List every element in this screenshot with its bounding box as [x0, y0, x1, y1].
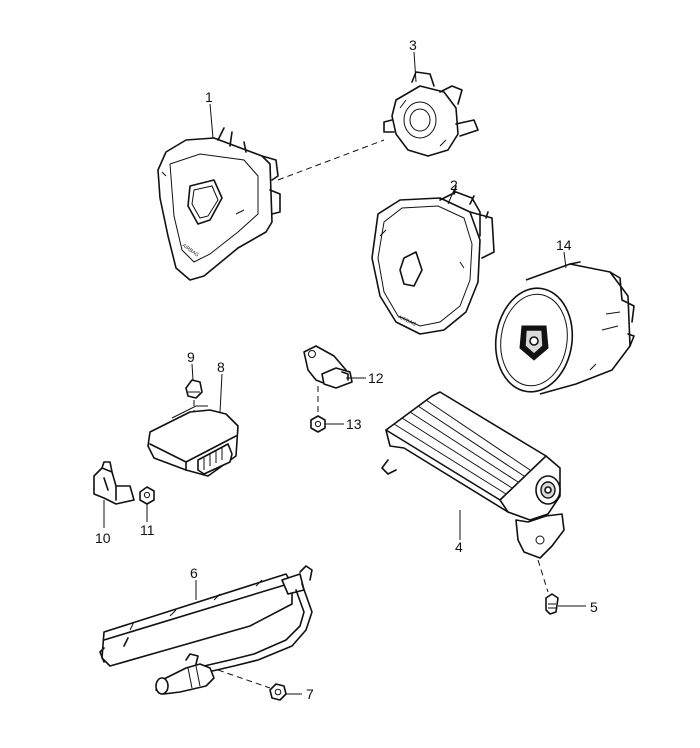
part-8-control-unit[interactable]: [147, 405, 239, 477]
callout-13: 13: [346, 416, 362, 432]
part-7-bolt[interactable]: [269, 683, 287, 701]
callout-8: 8: [217, 359, 225, 375]
part-3-clock-spring[interactable]: [383, 71, 479, 157]
callout-2: 2: [450, 177, 458, 193]
part-9-nut[interactable]: [185, 379, 203, 412]
callout-7: 7: [306, 686, 314, 702]
callout-11: 11: [140, 522, 155, 538]
callout-4: 4: [455, 539, 463, 555]
callout-14: 14: [556, 237, 572, 253]
callout-numbers: 1 3 2 14 9 8 12 13 10 11 4 5 6 7: [95, 37, 598, 702]
part-10-bracket[interactable]: [93, 461, 135, 505]
alignment-line-1-3: [277, 139, 385, 181]
part-6-curtain-airbag[interactable]: [99, 565, 313, 695]
part-2-passenger-airbag[interactable]: AIRBAG: [371, 185, 495, 335]
part-14-airbag-unit[interactable]: [489, 261, 635, 397]
callout-1: 1: [205, 89, 213, 105]
callout-6: 6: [190, 565, 198, 581]
part-1-driver-airbag[interactable]: AIRBAG: [157, 127, 281, 281]
callout-12: 12: [368, 370, 384, 386]
callout-9: 9: [187, 349, 195, 365]
part-5-bolt[interactable]: [545, 593, 559, 615]
callout-3: 3: [409, 37, 417, 53]
part-4-airbag-unit[interactable]: [381, 391, 565, 593]
callout-10: 10: [95, 530, 111, 546]
callout-5: 5: [590, 599, 598, 615]
part-13-nut[interactable]: [310, 415, 326, 433]
part-11-nut[interactable]: [139, 486, 155, 505]
leader-lines: [103, 51, 586, 695]
part-12-sensor[interactable]: [303, 345, 353, 412]
